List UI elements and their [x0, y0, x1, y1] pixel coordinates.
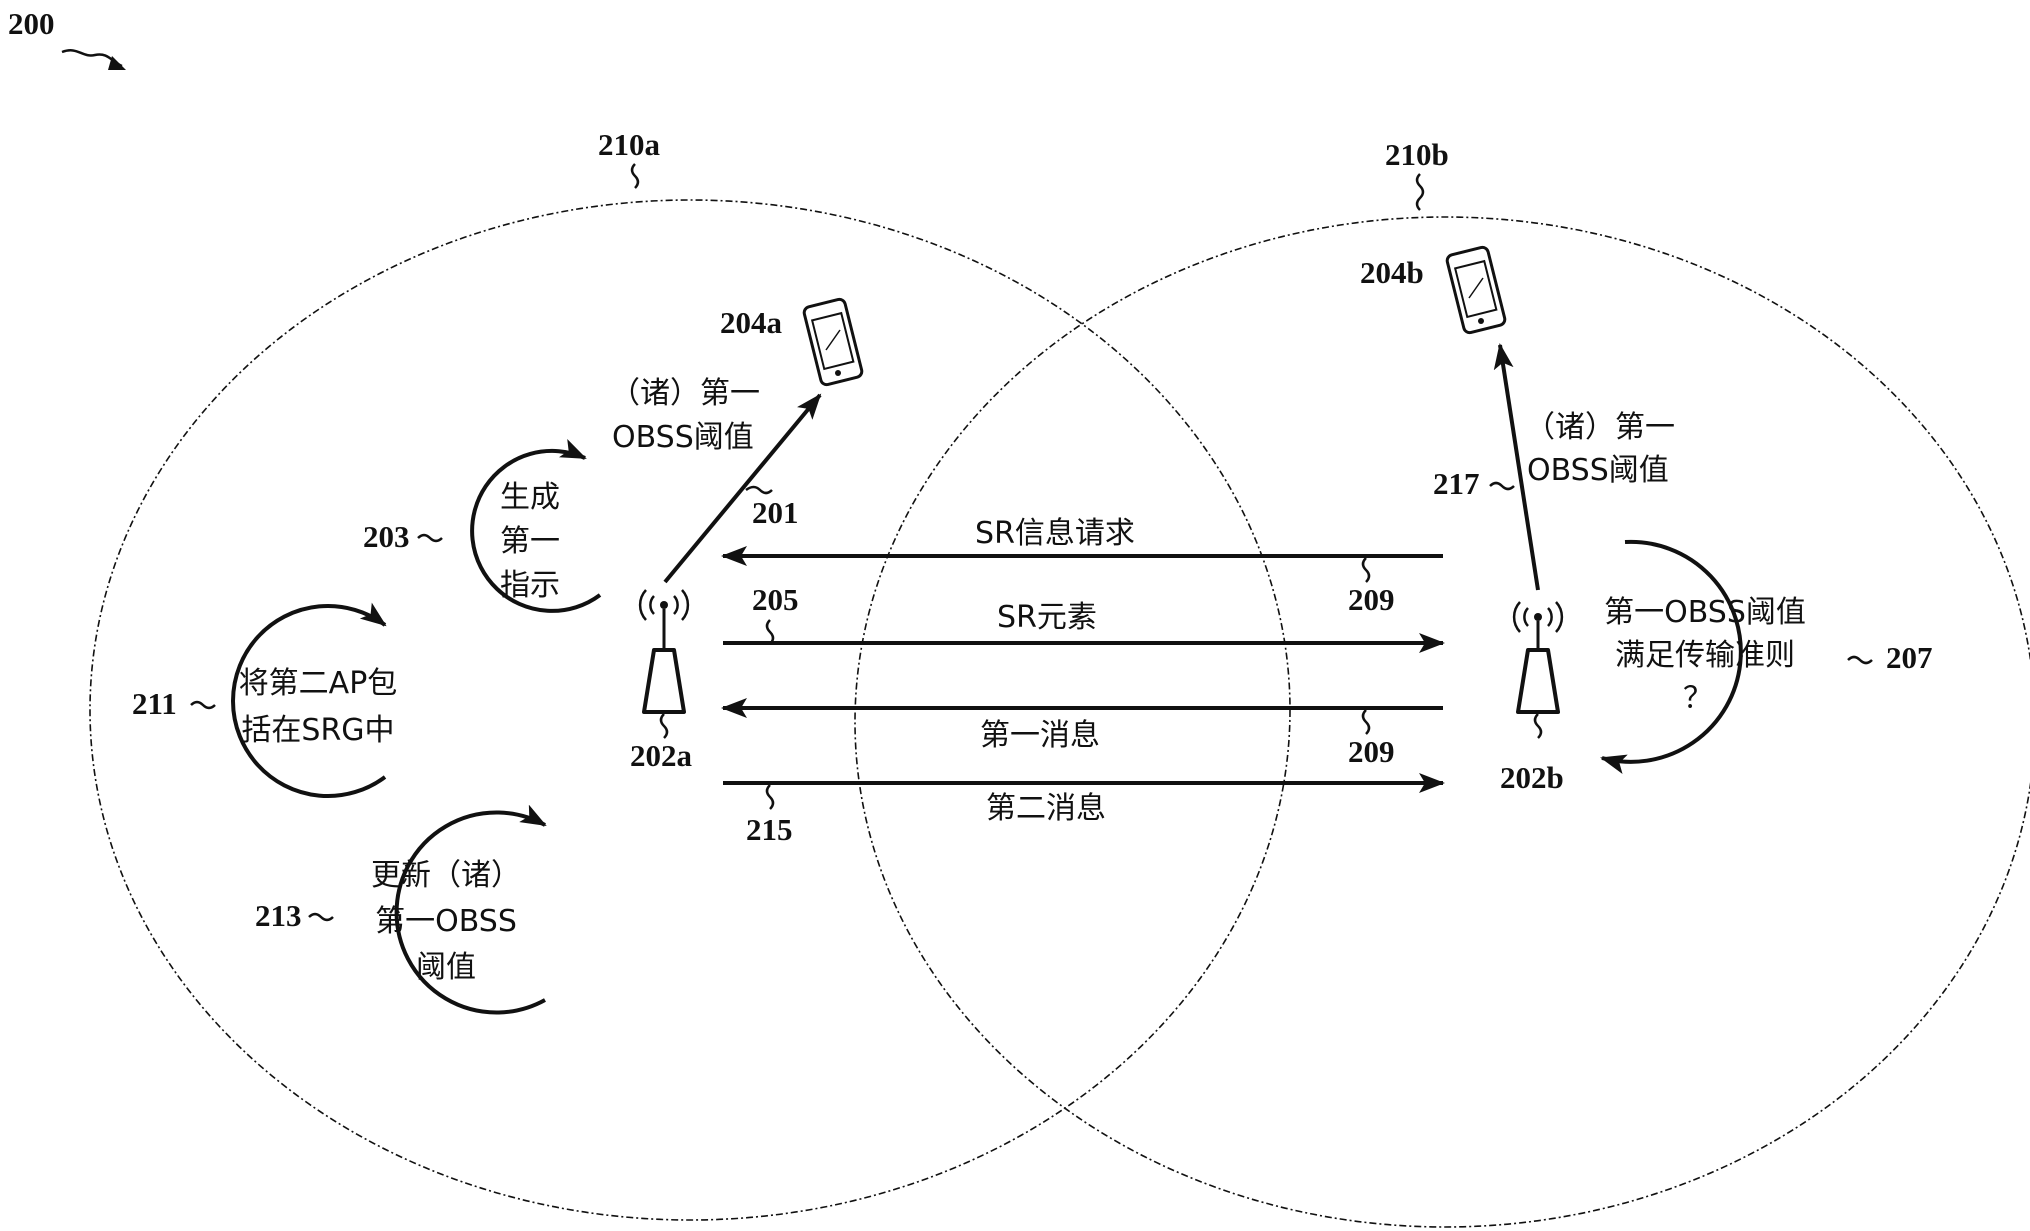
region-b-ref: 210b	[1385, 137, 1449, 172]
step-203-line-3: 指示	[500, 568, 560, 603]
message-209a-ref: 209	[1348, 582, 1395, 617]
link-201-label-2: OBSS阈值	[612, 420, 754, 455]
step-203-ref: 203	[363, 519, 410, 554]
message-sr-element-label: SR元素	[997, 600, 1097, 635]
phone-icon-station-a	[802, 297, 864, 387]
access-point-icon-b	[1512, 601, 1564, 739]
step-213-leader	[308, 912, 334, 922]
link-217-label-1: （诸）第一	[1525, 410, 1675, 445]
step-211-line-2: 括在SRG中	[241, 713, 394, 748]
figure-ref-arrowhead	[108, 56, 126, 70]
step-207-leader	[1847, 655, 1873, 665]
message-first-label: 第一消息	[980, 718, 1100, 753]
station-a-ref: 204a	[720, 305, 783, 340]
step-203-leader	[417, 533, 443, 543]
step-207-line-3: ？	[1683, 681, 1713, 716]
message-sr-request-label: SR信息请求	[975, 516, 1135, 551]
link-201-label-1: （诸）第一	[610, 376, 760, 411]
step-213-ref: 213	[255, 898, 302, 933]
step-203-line-2: 第一	[500, 524, 560, 559]
step-211-leader	[190, 700, 216, 710]
region-a-leader	[630, 163, 640, 189]
step-203-cycle-arrow	[470, 439, 602, 613]
message-215-ref: 215	[746, 812, 793, 847]
link-arrow-217	[1493, 343, 1540, 591]
phone-icon-station-b	[1445, 245, 1507, 335]
step-207-cycle-arrow	[1600, 539, 1743, 774]
link-217-label-2: OBSS阈值	[1527, 453, 1669, 488]
step-207-line-1: 第一OBSS阈值	[1604, 595, 1806, 630]
access-point-b-ref: 202b	[1500, 760, 1564, 795]
message-209a-leader	[1361, 557, 1371, 583]
step-211-ref: 211	[132, 686, 177, 721]
station-b-ref: 204b	[1360, 255, 1424, 290]
region-b-leader	[1415, 173, 1425, 211]
access-point-a-ref: 202a	[630, 738, 693, 773]
figure-ref: 200	[8, 6, 55, 41]
message-209b-ref: 209	[1348, 734, 1395, 769]
step-213-line-3: 阈值	[416, 950, 476, 985]
step-213-cycle-arrow	[394, 804, 547, 1015]
step-207-line-2: 满足传输准则	[1615, 638, 1795, 673]
access-point-icon-a	[638, 589, 690, 739]
link-217-leader	[1489, 481, 1515, 491]
step-213-line-1: 更新（诸）	[371, 858, 521, 893]
coverage-region-b	[854, 216, 2030, 1228]
link-217-ref: 217	[1433, 466, 1480, 501]
region-a-ref: 210a	[598, 127, 661, 162]
step-213-line-2: 第一OBSS	[375, 904, 517, 939]
step-203-line-1: 生成	[500, 480, 560, 515]
message-209b-leader	[1361, 709, 1371, 735]
message-215-leader	[765, 784, 775, 810]
message-205-leader	[765, 619, 775, 645]
link-arrow-201	[663, 393, 822, 584]
link-201-leader	[745, 485, 773, 495]
message-second-label: 第二消息	[986, 791, 1106, 826]
step-207-ref: 207	[1886, 640, 1933, 675]
step-211-line-1: 将第二AP包	[239, 666, 398, 701]
message-205-ref: 205	[752, 582, 799, 617]
step-211-cycle-arrow	[231, 602, 387, 798]
link-201-ref: 201	[752, 495, 799, 530]
